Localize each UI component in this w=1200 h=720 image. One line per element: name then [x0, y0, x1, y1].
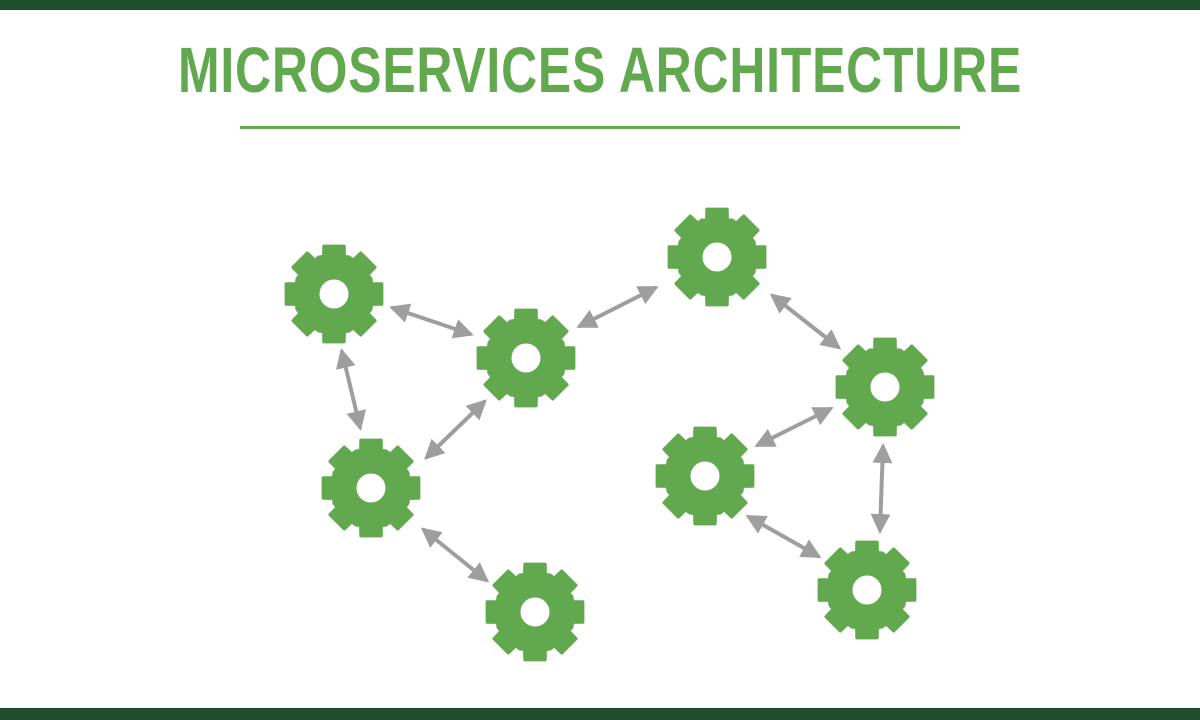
gear-icon [817, 540, 917, 640]
gear-icon [476, 308, 576, 408]
gear-icon [284, 244, 384, 344]
title-underline [240, 126, 960, 129]
bottom-bar [0, 708, 1200, 720]
bidirectional-arrow [754, 407, 834, 447]
gear-icon [655, 426, 755, 526]
bidirectional-arrow [389, 303, 474, 339]
bidirectional-arrow [424, 399, 487, 460]
gear-icon [485, 562, 585, 662]
bidirectional-arrow [576, 286, 659, 328]
bidirectional-arrow [420, 527, 490, 583]
connections [336, 286, 893, 583]
gear-icon [835, 337, 935, 437]
gear-icon [667, 207, 767, 307]
bidirectional-arrow [745, 515, 822, 558]
page-title: MICROSERVICES ARCHITECTURE [177, 34, 1023, 106]
bidirectional-arrow [870, 443, 893, 534]
top-bar [0, 0, 1200, 10]
bidirectional-arrow [336, 348, 366, 431]
gear-icon [321, 438, 421, 538]
bidirectional-arrow [769, 293, 842, 350]
services [284, 207, 935, 662]
